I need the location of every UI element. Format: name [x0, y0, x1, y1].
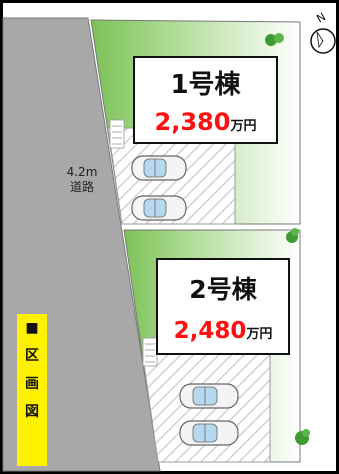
lot-1-price-unit: 万円 — [230, 119, 257, 134]
legend-char: 区 — [25, 348, 39, 364]
lot-2-price-value: 2,480 — [173, 318, 247, 344]
north-arrow-icon: N — [308, 10, 338, 56]
parked-car — [179, 420, 239, 446]
parked-car — [131, 195, 187, 221]
shrub-icon — [286, 228, 299, 243]
road-width: 4.2m — [66, 165, 98, 179]
shrub-icon — [295, 429, 310, 445]
lot-1-name: 1号棟 — [170, 70, 241, 100]
lot-2-label: 2号棟 2,480万円 — [156, 258, 290, 355]
lot-2-price: 2,480万円 — [158, 318, 288, 344]
parked-car — [131, 155, 187, 181]
legend-char: 画 — [25, 376, 39, 392]
shrub-icon — [265, 33, 284, 46]
lot-1-label: 1号棟 2,380万円 — [133, 56, 278, 144]
lot-2-name: 2号棟 — [189, 275, 257, 304]
lot-2-price-unit: 万円 — [246, 327, 273, 342]
plan-legend: ■ 区 画 図 — [17, 314, 47, 466]
legend-square: ■ — [25, 320, 39, 336]
lot-1-price-value: 2,380 — [154, 108, 231, 136]
legend-char: 図 — [25, 404, 39, 420]
north-letter: N — [314, 10, 328, 25]
road-name: 道路 — [69, 180, 94, 194]
parked-car — [179, 383, 239, 409]
lot-1-price: 2,380万円 — [135, 108, 276, 136]
road-label: 4.2m 道路 — [52, 165, 112, 195]
